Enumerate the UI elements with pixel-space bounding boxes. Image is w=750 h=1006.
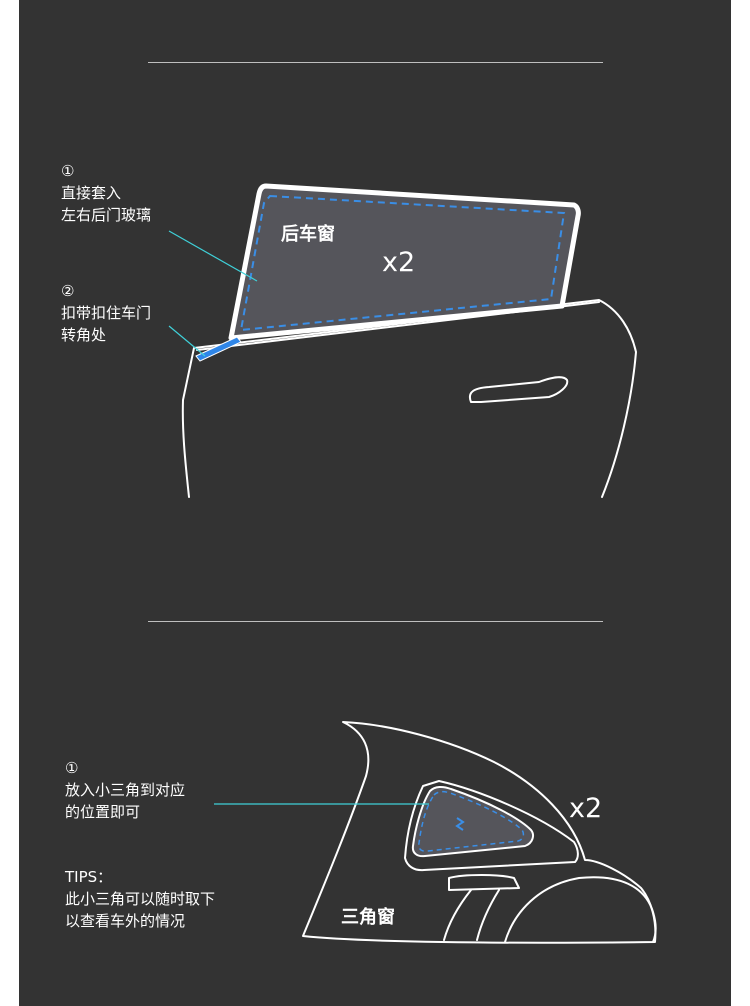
tips-note: TIPS： 此小三角可以随时取下 以查看车外的情况 (65, 866, 215, 932)
diagram-panel: ① 直接套入 左右后门玻璃 ② 扣带扣住车门 转角处 后车窗 x2 ① 放入小三… (19, 0, 731, 1006)
triangle-step1-line2: 的位置即可 (65, 803, 141, 821)
top-divider (148, 62, 603, 63)
rear-step2-marker: ② (61, 282, 75, 300)
rear-qty-label: x2 (382, 247, 416, 278)
tips-line2: 以查看车外的情况 (65, 912, 186, 930)
front-door-outline (302, 721, 657, 944)
triangle-cover-dash (418, 790, 525, 852)
mirror-arm-left (443, 889, 472, 941)
tips-line1: 此小三角可以随时取下 (65, 890, 216, 908)
rear-window-cover (228, 183, 581, 341)
door-handle (469, 376, 569, 403)
leader-line-step1 (168, 230, 258, 282)
installation-illustration (168, 183, 657, 944)
rear-step2-line1: 扣带扣住车门 (61, 304, 152, 322)
triangle-window-drawing (302, 721, 657, 944)
triangle-frame (404, 780, 579, 872)
mirror-arm-right (476, 889, 500, 941)
tips-title: TIPS： (65, 868, 113, 886)
rear-step1-marker: ① (61, 162, 75, 180)
rear-step2-line2: 转角处 (61, 326, 107, 344)
rear-strap (195, 336, 242, 362)
triangle-clip-icon (455, 817, 465, 831)
mirror-shell (504, 876, 657, 943)
rear-step1-line1: 直接套入 (61, 184, 122, 202)
triangle-step1-note: ① 放入小三角到对应 的位置即可 (65, 757, 185, 823)
triangle-qty-label: x2 (569, 793, 603, 824)
middle-divider (148, 621, 603, 622)
door-outline (181, 299, 637, 498)
triangle-cover (411, 785, 534, 858)
triangle-step1-line1: 放入小三角到对应 (65, 781, 186, 799)
rear-window-dash (239, 194, 566, 332)
leader-line-step2 (168, 325, 206, 357)
rear-step1-line2: 左右后门玻璃 (61, 206, 152, 224)
mirror-base (448, 874, 520, 891)
rear-window-label: 后车窗 (281, 224, 335, 245)
triangle-step1-marker: ① (65, 759, 79, 777)
triangle-window-label: 三角窗 (341, 907, 395, 928)
rear-step1-note: ① 直接套入 左右后门玻璃 (61, 160, 151, 226)
rear-step2-note: ② 扣带扣住车门 转角处 (61, 280, 151, 346)
